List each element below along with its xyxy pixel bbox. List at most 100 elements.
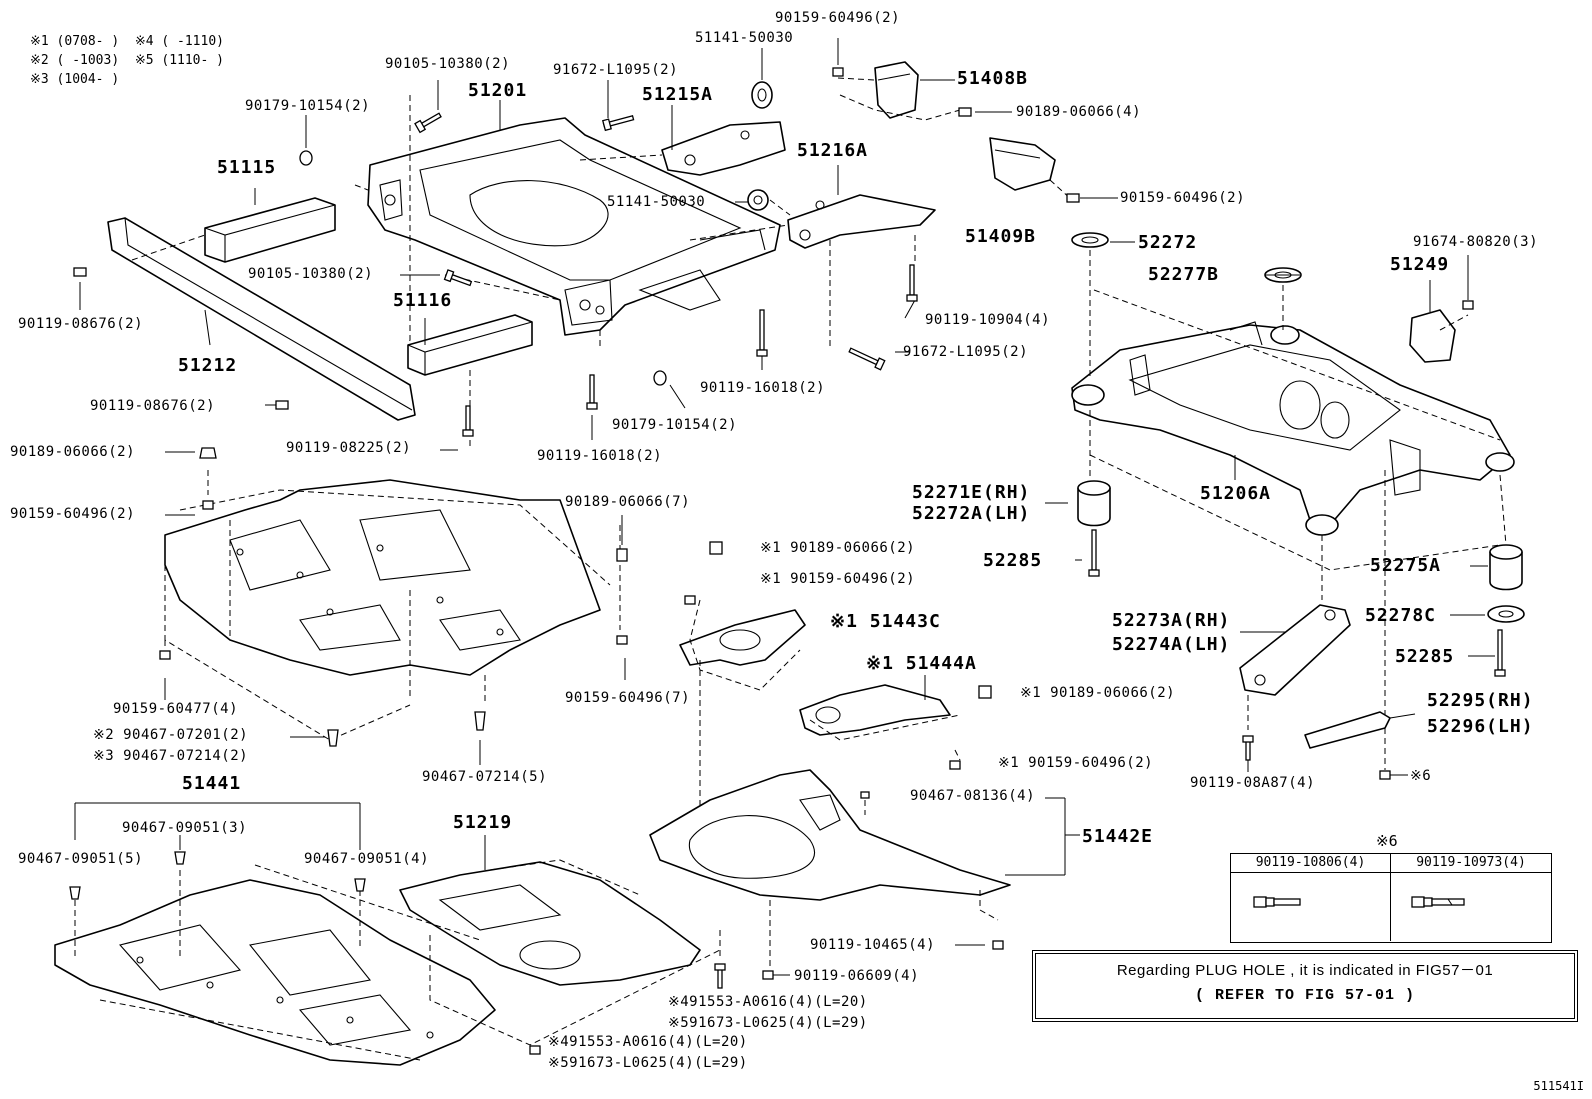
- star6-col2-header[interactable]: 90119-10973(4): [1391, 854, 1551, 873]
- part-label[interactable]: 51212: [178, 355, 238, 376]
- part-label[interactable]: 90159-60496(2): [775, 10, 901, 26]
- part-label[interactable]: ※1 51443C: [830, 611, 941, 632]
- part-label[interactable]: 90189-06066(4): [1016, 104, 1142, 120]
- star6-table: 90119-10806(4) 90119-10973(4): [1230, 853, 1552, 943]
- part-label[interactable]: 51442E: [1082, 826, 1154, 847]
- part-label[interactable]: 90119-16018(2): [700, 380, 826, 396]
- part-label[interactable]: ※6: [1410, 768, 1432, 784]
- legend-item: ※5 (1110- ): [134, 53, 224, 68]
- part-51116: [407, 314, 533, 376]
- part-label[interactable]: 52295(RH): [1427, 690, 1534, 711]
- bushing-52272: [1071, 232, 1109, 248]
- arm-52273A: [1239, 604, 1351, 696]
- part-label[interactable]: ※1 51444A: [866, 653, 977, 674]
- part-label[interactable]: 90467-09051(5): [18, 851, 144, 867]
- part-label[interactable]: 90189-06066(2): [10, 444, 136, 460]
- part-label[interactable]: 52296(LH): [1427, 716, 1534, 737]
- part-label[interactable]: 51141-50030: [695, 30, 794, 46]
- part-label[interactable]: ※2 90467-07201(2): [93, 727, 249, 743]
- part-51442E: [649, 769, 1011, 901]
- part-label[interactable]: 51441: [182, 773, 242, 794]
- part-label[interactable]: 90119-08A87(4): [1190, 775, 1316, 791]
- front-crossmember-51201: [367, 117, 781, 336]
- part-label[interactable]: 52277B: [1148, 264, 1220, 285]
- part-label[interactable]: 90105-10380(2): [248, 266, 374, 282]
- part-label[interactable]: 52271E(RH): [912, 482, 1031, 503]
- part-label[interactable]: 51115: [217, 157, 277, 178]
- part-label[interactable]: 51116: [393, 290, 453, 311]
- part-label[interactable]: 52275A: [1370, 555, 1442, 576]
- part-label[interactable]: 51206A: [1200, 483, 1272, 504]
- part-label[interactable]: 51216A: [797, 140, 869, 161]
- part-label[interactable]: 90179-10154(2): [612, 417, 738, 433]
- part-label[interactable]: 52273A(RH): [1112, 610, 1231, 631]
- part-label[interactable]: 90189-06066(7): [565, 494, 691, 510]
- part-label[interactable]: ※491553-A0616(4)(L=20): [668, 994, 868, 1010]
- part-label[interactable]: 91674-80820(3): [1413, 234, 1539, 250]
- part-label[interactable]: 51409B: [965, 226, 1037, 247]
- plug-hole-note: Regarding PLUG HOLE , it is indicated in…: [1032, 950, 1578, 1022]
- part-label[interactable]: 51141-50030: [607, 194, 706, 210]
- legend-item: ※3 (1004- ): [30, 72, 120, 87]
- part-label[interactable]: 90119-10904(4): [925, 312, 1051, 328]
- part-label[interactable]: ※1 90159-60496(2): [760, 571, 916, 587]
- part-label[interactable]: 52272: [1138, 232, 1198, 253]
- part-label[interactable]: 90179-10154(2): [245, 98, 371, 114]
- part-label[interactable]: ※1 90189-06066(2): [1020, 685, 1176, 701]
- part-label[interactable]: 90467-08136(4): [910, 788, 1036, 804]
- part-label[interactable]: 51201: [468, 80, 528, 101]
- part-label[interactable]: 90119-08676(2): [90, 398, 216, 414]
- legend-item: ※2 ( -1003): [30, 53, 120, 68]
- part-label[interactable]: 51408B: [957, 68, 1029, 89]
- part-label[interactable]: 52274A(LH): [1112, 634, 1231, 655]
- rear-subframe-51206A: [1071, 321, 1515, 536]
- part-label[interactable]: ※591673-L0625(4)(L=29): [548, 1055, 748, 1071]
- part-label[interactable]: 90467-09051(4): [304, 851, 430, 867]
- part-label[interactable]: ※3 90467-07214(2): [93, 748, 249, 764]
- part-label[interactable]: 90159-60496(2): [10, 506, 136, 522]
- part-label[interactable]: 90159-60496(7): [565, 690, 691, 706]
- part-label[interactable]: 52272A(LH): [912, 503, 1031, 524]
- note-reference-link[interactable]: ( REFER TO FIG 57-01 ): [1194, 987, 1416, 1004]
- part-label[interactable]: 90159-60496(2): [1120, 190, 1246, 206]
- bushing-52275A: [1489, 544, 1523, 591]
- part-label[interactable]: ※1 90159-60496(2): [998, 755, 1154, 771]
- star6-col2-cell: [1391, 873, 1551, 941]
- part-51216A: [787, 194, 936, 249]
- part-label[interactable]: 91672-L1095(2): [903, 344, 1029, 360]
- leader-lines: [74, 38, 1495, 976]
- star6-bolt-icons: [1253, 896, 1465, 908]
- bushing-51141-top: [751, 81, 773, 109]
- front-under-cover-upper: [164, 479, 601, 676]
- part-51215A: [661, 121, 786, 176]
- part-label[interactable]: 51249: [1390, 254, 1450, 275]
- legend-item: ※1 (0708- ): [30, 34, 120, 49]
- part-label[interactable]: 52285: [1395, 646, 1455, 667]
- note-line-1: Regarding PLUG HOLE , it is indicated in…: [1116, 962, 1494, 979]
- legend-item: ※4 ( -1110): [134, 34, 224, 49]
- part-51115: [204, 197, 336, 263]
- part-label[interactable]: 51215A: [642, 84, 714, 105]
- part-label[interactable]: 91672-L1095(2): [553, 62, 679, 78]
- part-51249: [1409, 309, 1456, 363]
- part-label[interactable]: 90119-16018(2): [537, 448, 663, 464]
- part-label[interactable]: 51219: [453, 812, 513, 833]
- part-label[interactable]: 90105-10380(2): [385, 56, 511, 72]
- bushing-52278C: [1487, 605, 1525, 623]
- part-label[interactable]: 52278C: [1365, 605, 1437, 626]
- part-label[interactable]: 90119-08676(2): [18, 316, 144, 332]
- part-label[interactable]: 90119-08225(2): [286, 440, 412, 456]
- star6-col1-header[interactable]: 90119-10806(4): [1231, 854, 1391, 873]
- part-label[interactable]: 52285: [983, 550, 1043, 571]
- part-label[interactable]: ※591673-L0625(4)(L=29): [668, 1015, 868, 1031]
- part-51444A: [799, 684, 951, 736]
- part-label[interactable]: ※1 90189-06066(2): [760, 540, 916, 556]
- part-label[interactable]: 90159-60477(4): [113, 701, 239, 717]
- part-label[interactable]: 90467-07214(5): [422, 769, 548, 785]
- part-label[interactable]: 90119-10465(4): [810, 937, 936, 953]
- part-label[interactable]: ※491553-A0616(4)(L=20): [548, 1034, 748, 1050]
- part-label[interactable]: 90467-09051(3): [122, 820, 248, 836]
- part-label[interactable]: 90119-06609(4): [794, 968, 920, 984]
- figure-number: 511541I: [1533, 1079, 1584, 1093]
